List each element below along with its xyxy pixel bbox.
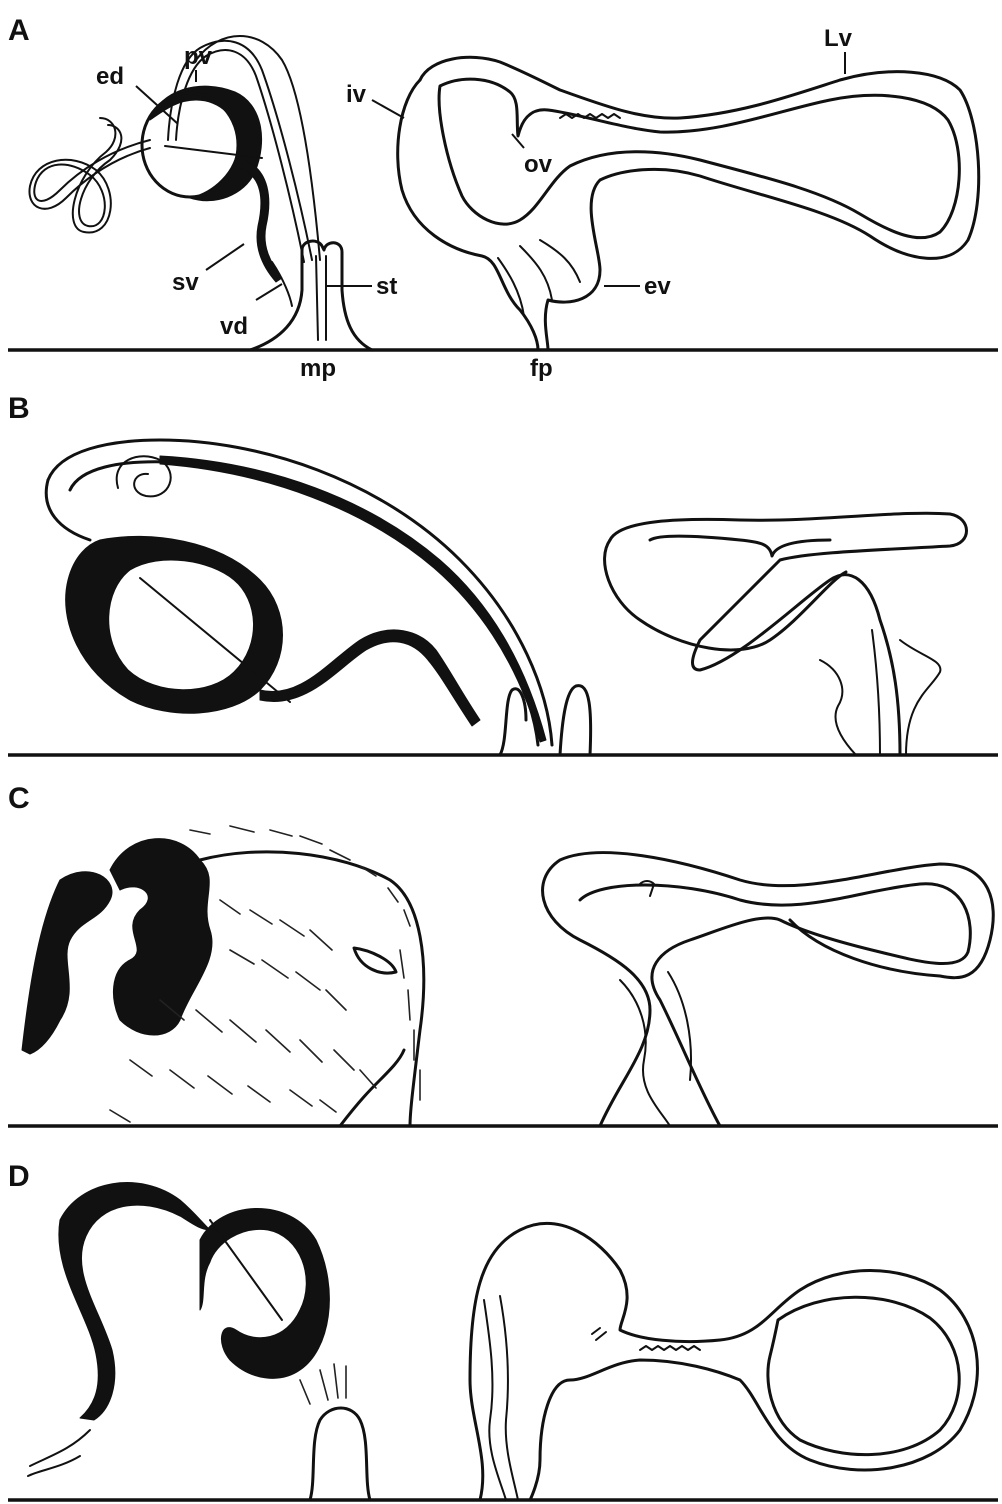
label-fp: fp — [530, 355, 553, 382]
label-sv: sv — [172, 269, 199, 296]
panel-letter-b: B — [8, 392, 30, 425]
d-papilla — [310, 1408, 370, 1500]
c-female-outer — [543, 853, 994, 1126]
panel-a: A — [8, 14, 998, 382]
c-papilla-base — [340, 1050, 404, 1126]
d-vestibule-channels — [484, 1296, 518, 1500]
ed-bulb — [142, 93, 238, 197]
label-ov: ov — [524, 151, 553, 178]
panel-b: B — [8, 392, 998, 755]
c-ov-notch — [640, 881, 654, 896]
panel-letter-c: C — [8, 782, 30, 815]
b-vestibule-folds — [820, 630, 940, 755]
label-pv: pv — [184, 43, 213, 70]
iv-lumen — [439, 79, 959, 238]
label-ed: ed — [96, 63, 124, 90]
label-st: st — [376, 273, 397, 300]
needle-d — [210, 1220, 282, 1320]
ev-channels — [498, 240, 580, 316]
label-mp: mp — [300, 355, 336, 382]
bulb-b-wall — [66, 536, 283, 713]
iv-outer — [420, 57, 979, 350]
panel-letter-d: D — [8, 1160, 30, 1193]
c-sheath-outer — [200, 852, 424, 1126]
leader-vd — [256, 284, 282, 300]
st-stylet — [316, 256, 326, 340]
d-left-loop — [59, 1183, 210, 1420]
sv-b — [260, 630, 480, 726]
d-female-outer — [470, 1224, 977, 1500]
male-organ-b — [46, 440, 590, 755]
label-vd: vd — [220, 313, 248, 340]
c-left-lobe — [22, 872, 112, 1054]
female-organ-b — [605, 513, 967, 755]
d-lv-balloon — [768, 1297, 959, 1454]
panel-c: C — [8, 782, 998, 1126]
c-hook — [354, 948, 396, 973]
female-organ-c — [543, 853, 994, 1126]
panel-letter-a: A — [8, 14, 30, 47]
b-lumen-top — [650, 536, 830, 556]
ed-wall-dark — [150, 86, 262, 201]
male-organ-d — [28, 1183, 370, 1500]
panel-d: D — [8, 1160, 998, 1500]
d-wavy-duct — [640, 1346, 700, 1350]
c-glandular-lobe — [110, 839, 212, 1035]
female-organ-d — [470, 1224, 977, 1500]
d-papilla-hatch — [300, 1364, 346, 1404]
female-organ-a — [398, 57, 979, 350]
label-lv: Lv — [824, 25, 853, 52]
leader-sv — [206, 244, 244, 270]
male-organ-a — [29, 36, 372, 350]
d-vas-deferens — [28, 1430, 90, 1476]
sheath-left — [46, 480, 90, 540]
c-female-inner — [580, 884, 970, 1126]
label-iv: iv — [346, 81, 367, 108]
label-ev: ev — [644, 273, 671, 300]
st-papilla-b — [500, 686, 591, 755]
leader-iv — [372, 100, 404, 118]
male-organ-c — [22, 826, 424, 1126]
d-ov-tufts — [592, 1328, 606, 1340]
